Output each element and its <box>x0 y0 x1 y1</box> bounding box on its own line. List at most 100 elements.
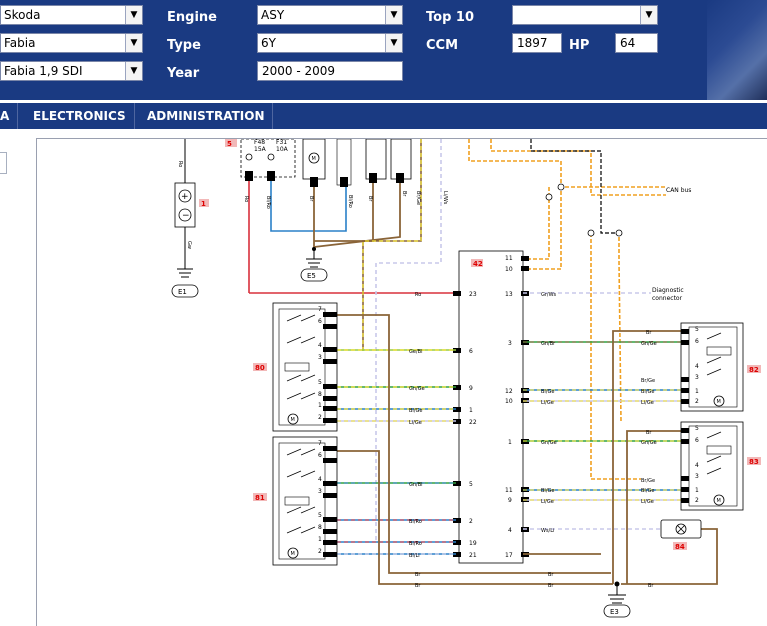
switch-82-pin: 1 <box>695 388 699 395</box>
component-81-label: 81 <box>255 494 265 502</box>
chevron-down-icon[interactable]: ▼ <box>385 34 402 52</box>
wire-br-c: Br <box>548 572 554 578</box>
can-bus-wires: CAN bus <box>468 139 691 480</box>
tab-partial[interactable]: A <box>0 103 19 129</box>
switch-83-pin: 6 <box>695 437 699 444</box>
tab-electronics[interactable]: ELECTRONICS <box>25 103 135 129</box>
wire-ro-top: Ro <box>177 161 183 167</box>
fuse-f48-amp: 15A <box>254 146 267 153</box>
variant-select[interactable]: Fabia 1,9 SDI ▼ <box>0 61 143 81</box>
ecu-pin-11a: 11 <box>505 255 513 262</box>
ecu-pin-13: 13 <box>505 291 513 298</box>
wire-bl-ge-r2: Bl/Ge <box>641 488 654 494</box>
type-select-value: 6Y <box>261 36 276 50</box>
main-nav: A ELECTRONICS ADMINISTRATION <box>0 103 767 129</box>
year-label: Year <box>167 66 200 81</box>
ccm-field[interactable]: 1897 <box>512 33 562 53</box>
switch-80-pin: 4 <box>318 342 322 349</box>
component-80-label: 80 <box>255 364 265 372</box>
wiring-diagram: 5 F48 15A F31 10A M + − 1 Ro Gw <box>171 139 761 618</box>
chevron-down-icon[interactable]: ▼ <box>640 6 657 24</box>
make-select[interactable]: Skoda▼ <box>0 5 143 25</box>
diagnostic-label-1: Diagnostic <box>652 287 684 294</box>
component-84-label: 84 <box>675 543 685 551</box>
year-field[interactable]: 2000 - 2009 <box>257 61 403 81</box>
component-83-label: 83 <box>749 458 759 466</box>
motor-letter: M <box>291 417 295 423</box>
ecu-pin-23: 23 <box>469 291 477 298</box>
switch-82-pin: 4 <box>695 363 699 370</box>
ecu-42: 42 23 6 9 1 22 5 2 19 21 11 10 13 3 12 1… <box>458 250 524 564</box>
wire-br-v1: Br <box>308 196 314 202</box>
wire-gn-ge-r1: Gn/Ge <box>641 341 657 347</box>
wire-bl-ge-a: Bl/Ge <box>409 408 422 414</box>
model-select[interactable]: Fabia▼ <box>0 33 143 53</box>
switch-81-pin: 5 <box>318 512 322 519</box>
engine-select[interactable]: ASY▼ <box>257 5 403 25</box>
chevron-down-icon[interactable]: ▼ <box>385 6 402 24</box>
ecu-pin-9b: 9 <box>508 497 512 504</box>
wire-gn-ge-r2: Gn/Ge <box>641 440 657 446</box>
wire-br-ge-v: Br/Ge <box>415 191 421 205</box>
switch-83-pin: 1 <box>695 487 699 494</box>
chevron-down-icon[interactable]: ▼ <box>125 34 142 52</box>
wire-li-ge-r2: Li/Ge <box>641 499 654 505</box>
fuse-badge-label: 5 <box>227 140 232 148</box>
chevron-down-icon[interactable]: ▼ <box>125 6 142 24</box>
wire-ro: Ro <box>415 292 421 298</box>
chevron-down-icon[interactable]: ▼ <box>125 62 142 80</box>
ecu-pin-22: 22 <box>469 419 477 426</box>
wire-gn-bl: Gn/Bl <box>409 482 423 488</box>
left-harness-wires: Ro Ge/Bl Gn/Ge Bl/Ge Li/Ge Gn/Bl Bl/Ro B… <box>337 292 613 589</box>
motor-icon <box>713 494 725 506</box>
top10-select[interactable]: ▼ <box>512 5 658 25</box>
wire-br-v3: Br <box>401 191 407 197</box>
wire-ro-v1: Ro <box>243 196 249 202</box>
switch-83: 83 5 6 4 3 1 2 M <box>680 421 761 511</box>
motor-icon <box>308 152 320 164</box>
ecu-pin-4: 4 <box>508 527 512 534</box>
switch-80-pin: 7 <box>318 306 322 313</box>
engine-label: Engine <box>167 10 217 25</box>
component-1-label: 1 <box>201 200 206 208</box>
right-switch-wire-labels: Br Gn/Ge Br/Ge Bl/Ge Li/Ge Br Gn/Ge Br/G… <box>641 330 657 505</box>
motor-icon <box>287 547 299 559</box>
variant-select-value: Fabia 1,9 SDI <box>4 64 83 78</box>
ecu-pin-1b: 1 <box>508 439 512 446</box>
switch-82-pin: 6 <box>695 338 699 345</box>
ecu-pin-5: 5 <box>469 481 473 488</box>
ecu-pin-11b: 11 <box>505 487 513 494</box>
switch-81-pin: 2 <box>318 548 322 555</box>
switch-83-pin: 2 <box>695 497 699 504</box>
component-1: + − 1 Ro Gw E1 <box>171 139 209 298</box>
type-select[interactable]: 6Y ▼ <box>257 33 403 53</box>
plus-icon: + <box>181 192 189 202</box>
top-vertical-wires: Ro Bl/Ro Bl/Ro Br Br Br E5 Br/Ge Li/Ws <box>243 139 456 541</box>
ecu-pin-6: 6 <box>469 348 473 355</box>
wire-ws-li: Ws/Li <box>541 528 554 534</box>
motor-letter: M <box>291 551 295 557</box>
fuse-f31-label: F31 <box>276 139 287 146</box>
switch-81-pin: 8 <box>318 524 322 531</box>
switch-81: 81 7 6 4 3 5 8 1 2 M <box>253 436 338 566</box>
ccm-label: CCM <box>426 38 459 53</box>
motor-icon <box>713 395 725 407</box>
switch-80-pin: 8 <box>318 391 322 398</box>
fuse-f48-label: F48 <box>254 139 265 146</box>
switch-81-pin: 1 <box>318 536 322 543</box>
switch-83-pin: 4 <box>695 462 699 469</box>
hp-field[interactable]: 64 <box>615 33 658 53</box>
switch-81-pin: 3 <box>318 488 322 495</box>
header-bar: Skoda▼ Fabia▼ Fabia 1,9 SDI▼ Engine Type… <box>0 0 767 100</box>
hp-label: HP <box>569 38 590 53</box>
tab-administration[interactable]: ADMINISTRATION <box>139 103 274 129</box>
fuse-block: 5 F48 15A F31 10A <box>225 139 296 181</box>
wire-br-b: Br <box>415 583 421 589</box>
side-panel-stub <box>0 152 7 174</box>
wire-bl-ge-r1: Bl/Ge <box>641 389 654 395</box>
diagnostic-label-2: connector <box>652 295 683 302</box>
wiring-diagram-frame: 5 F48 15A F31 10A M + − 1 Ro Gw <box>36 138 767 626</box>
wire-gn-ge-b: Gn/Ge <box>409 386 425 392</box>
wire-br-ge-r1: Br/Ge <box>641 378 655 384</box>
wire-gr-ws: Gr/Ws <box>541 292 557 298</box>
